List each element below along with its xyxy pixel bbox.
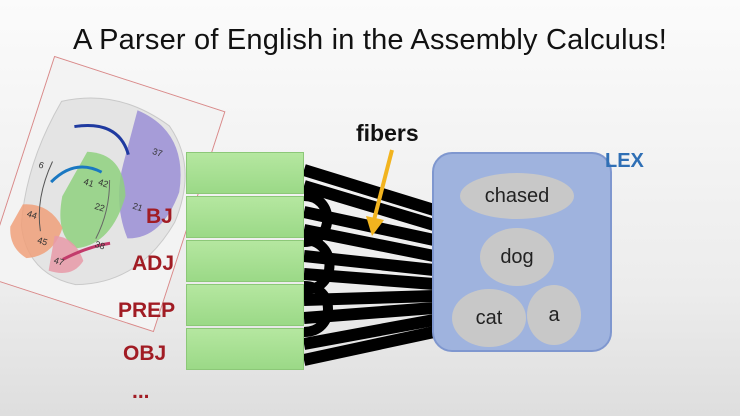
fiber	[302, 326, 436, 366]
lex-label: LEX	[605, 150, 644, 172]
role-label-prep: PREP	[118, 299, 176, 322]
fiber	[302, 164, 436, 216]
brain-label-41: 41	[82, 176, 95, 189]
brain-label-44: 44	[26, 208, 39, 221]
slide-title: A Parser of English in the Assembly Calc…	[72, 24, 668, 56]
brain-label-45: 45	[36, 235, 49, 248]
role-label-more: ...	[132, 380, 150, 403]
brain-label-6: 6	[37, 160, 45, 171]
brain-illustration: 37 44 41 42 22 21 45 47 38 6	[0, 57, 225, 331]
word-chased: chased	[460, 173, 574, 219]
area-adj	[186, 196, 304, 238]
fibers-label: fibers	[356, 120, 419, 146]
area-obj	[186, 328, 304, 370]
area-verb	[186, 240, 304, 282]
role-label-subj: BJ	[146, 205, 173, 228]
fiber-loop	[303, 281, 333, 337]
brain-areas-stack	[186, 152, 304, 372]
word-a: a	[527, 285, 581, 345]
area-prep	[186, 284, 304, 326]
role-label-adj: ADJ	[132, 252, 175, 275]
word-dog: dog	[480, 228, 554, 286]
brain-label-37: 37	[151, 146, 164, 159]
brain-label-22: 22	[93, 201, 106, 214]
brain-label-38: 38	[94, 239, 107, 252]
fibers-arrow	[366, 149, 394, 236]
fiber	[302, 314, 436, 350]
area-subj	[186, 152, 304, 194]
brain-label-47: 47	[53, 255, 66, 268]
brain-label-42: 42	[97, 177, 110, 190]
word-cat: cat	[452, 289, 526, 347]
fiber	[302, 180, 436, 231]
role-label-obj: OBJ	[123, 342, 167, 365]
brain-label-21: 21	[131, 201, 144, 214]
brain-image: 37 44 41 42 22 21 45 47 38 6	[0, 55, 226, 333]
